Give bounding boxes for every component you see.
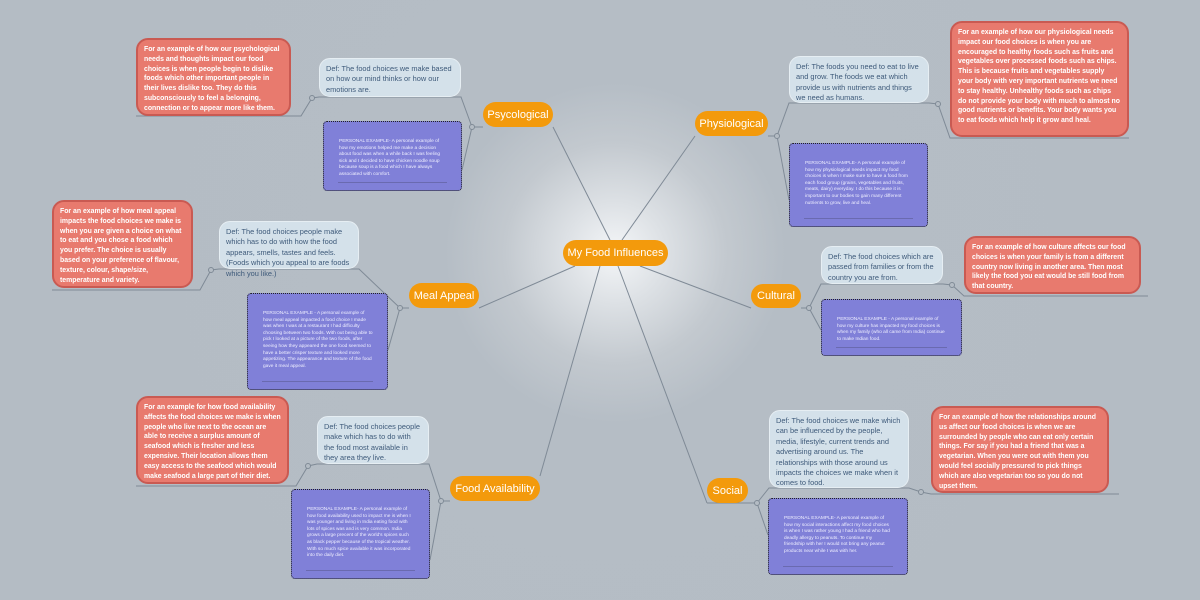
meal-appeal-example[interactable]: For an example of how meal appeal impact… <box>52 200 193 288</box>
food-availability-definition[interactable]: Def: The food choices people make which … <box>317 416 429 464</box>
meal-appeal-personal-example[interactable]: PERSONAL EXAMPLE - A personal example of… <box>247 293 388 390</box>
personal-example-text: PERSONAL EXAMPLE - A personal example of… <box>837 317 945 342</box>
divider <box>836 347 947 348</box>
personal-example-text: PERSONAL EXAMPLE - A personal example of… <box>263 311 373 369</box>
cultural-example[interactable]: For an example of how culture affects ou… <box>964 236 1141 294</box>
divider <box>262 381 373 382</box>
social-definition[interactable]: Def: The food choices we make which can … <box>769 410 909 488</box>
topic-food-availability[interactable]: Food Availability <box>450 476 540 501</box>
food-availability-example[interactable]: For an example for how food availability… <box>136 396 289 484</box>
central-topic[interactable]: My Food Influences <box>563 240 668 266</box>
topic-cultural[interactable]: Cultural <box>751 284 801 308</box>
social-personal-example[interactable]: PERSONAL EXAMPLE- A personal example of … <box>768 498 908 575</box>
topic-social[interactable]: Social <box>707 478 748 503</box>
divider <box>338 182 447 183</box>
psycological-definition[interactable]: Def: The food choices we make based on h… <box>319 58 461 97</box>
physiological-example[interactable]: For an example of how our physiological … <box>950 21 1129 137</box>
food-availability-personal-example[interactable]: PERSONAL EXAMPLE- A personal example of … <box>291 489 430 579</box>
topic-psycological[interactable]: Psycological <box>483 102 553 127</box>
topic-meal-appeal[interactable]: Meal Appeal <box>409 283 479 308</box>
topic-physiological[interactable]: Physiological <box>695 111 768 136</box>
divider <box>804 218 913 219</box>
cultural-definition[interactable]: Def: The food choices which are passed f… <box>821 246 943 284</box>
cultural-personal-example[interactable]: PERSONAL EXAMPLE - A personal example of… <box>821 299 962 356</box>
divider <box>783 566 893 567</box>
personal-example-text: PERSONAL EXAMPLE- A personal example of … <box>784 516 890 554</box>
meal-appeal-definition[interactable]: Def: The food choices people make which … <box>219 221 359 278</box>
personal-example-text: PERSONAL EXAMPLE- A personal example of … <box>805 161 908 206</box>
personal-example-text: PERSONAL EXAMPLE- A personal example of … <box>339 139 441 177</box>
divider <box>306 570 415 571</box>
personal-example-text: PERSONAL EXAMPLE- A personal example of … <box>307 507 411 559</box>
psycological-personal-example[interactable]: PERSONAL EXAMPLE- A personal example of … <box>323 121 462 191</box>
physiological-definition[interactable]: Def: The foods you need to eat to live a… <box>789 56 929 103</box>
social-example[interactable]: For an example of how the relationships … <box>931 406 1109 493</box>
physiological-personal-example[interactable]: PERSONAL EXAMPLE- A personal example of … <box>789 143 928 227</box>
psycological-example[interactable]: For an example of how our psychological … <box>136 38 291 116</box>
